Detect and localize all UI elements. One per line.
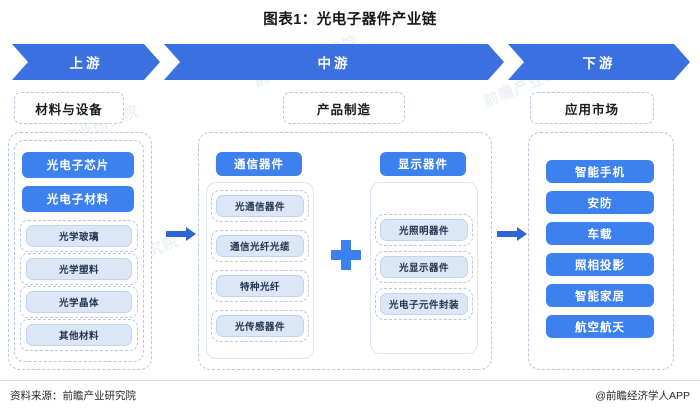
stage-downstream[interactable]: 下游 [508, 44, 690, 80]
downstream-item-automotive[interactable]: 车载 [546, 222, 654, 245]
footer-divider [0, 380, 700, 381]
downstream-item-smart-home[interactable]: 智能家居 [546, 284, 654, 307]
section-header-materials-equipment: 材料与设备 [14, 92, 124, 124]
midstream-item-special-fiber[interactable]: 特种光纤 [216, 275, 304, 297]
upstream-item-optical-crystal[interactable]: 光学晶体 [26, 291, 132, 313]
downstream-item-aerospace[interactable]: 航空航天 [546, 315, 654, 338]
section-header-application-market: 应用市场 [530, 92, 654, 124]
midstream-item-optoelectronic-component-packaging[interactable]: 光电子元件封装 [380, 293, 468, 315]
midstream-item-optical-display-device[interactable]: 光显示器件 [380, 256, 468, 278]
source-label: 资料来源：前瞻产业研究院 [10, 390, 136, 402]
credit-label: @前瞻经济学人APP [595, 390, 690, 402]
midstream-group-label-display[interactable]: 显示器件 [380, 152, 466, 176]
stage-midstream[interactable]: 中游 [164, 44, 504, 80]
downstream-item-photography-projection[interactable]: 照相投影 [546, 253, 654, 276]
page-title: 图表1：光电子器件产业链 [263, 12, 437, 28]
upstream-item-optical-glass[interactable]: 光学玻璃 [26, 225, 132, 247]
midstream-group-label-communication[interactable]: 通信器件 [216, 152, 302, 176]
upstream-item-other-materials[interactable]: 其他材料 [26, 324, 132, 346]
upstream-chip-optoelectronic-material[interactable]: 光电子材料 [22, 186, 134, 212]
midstream-item-optical-lighting-device[interactable]: 光照明器件 [380, 219, 468, 241]
stage-upstream[interactable]: 上游 [12, 44, 160, 80]
midstream-item-optical-sensing-device[interactable]: 光传感器件 [216, 315, 304, 337]
chain-stage-banner: 上游 中游 下游 [12, 44, 690, 80]
downstream-item-smartphone[interactable]: 智能手机 [546, 160, 654, 183]
upstream-item-optical-plastic[interactable]: 光学塑料 [26, 258, 132, 280]
midstream-item-communication-fiber-cable[interactable]: 通信光纤光缆 [216, 235, 304, 257]
arrow-upstream-to-midstream [166, 227, 196, 241]
arrow-midstream-to-downstream [497, 227, 527, 241]
section-header-product-manufacturing: 产品制造 [283, 92, 405, 124]
midstream-item-optical-communication-device[interactable]: 光通信器件 [216, 195, 304, 217]
upstream-chip-optoelectronic-chip[interactable]: 光电子芯片 [22, 152, 134, 178]
downstream-item-security[interactable]: 安防 [546, 191, 654, 214]
plus-connector-icon [331, 240, 361, 270]
